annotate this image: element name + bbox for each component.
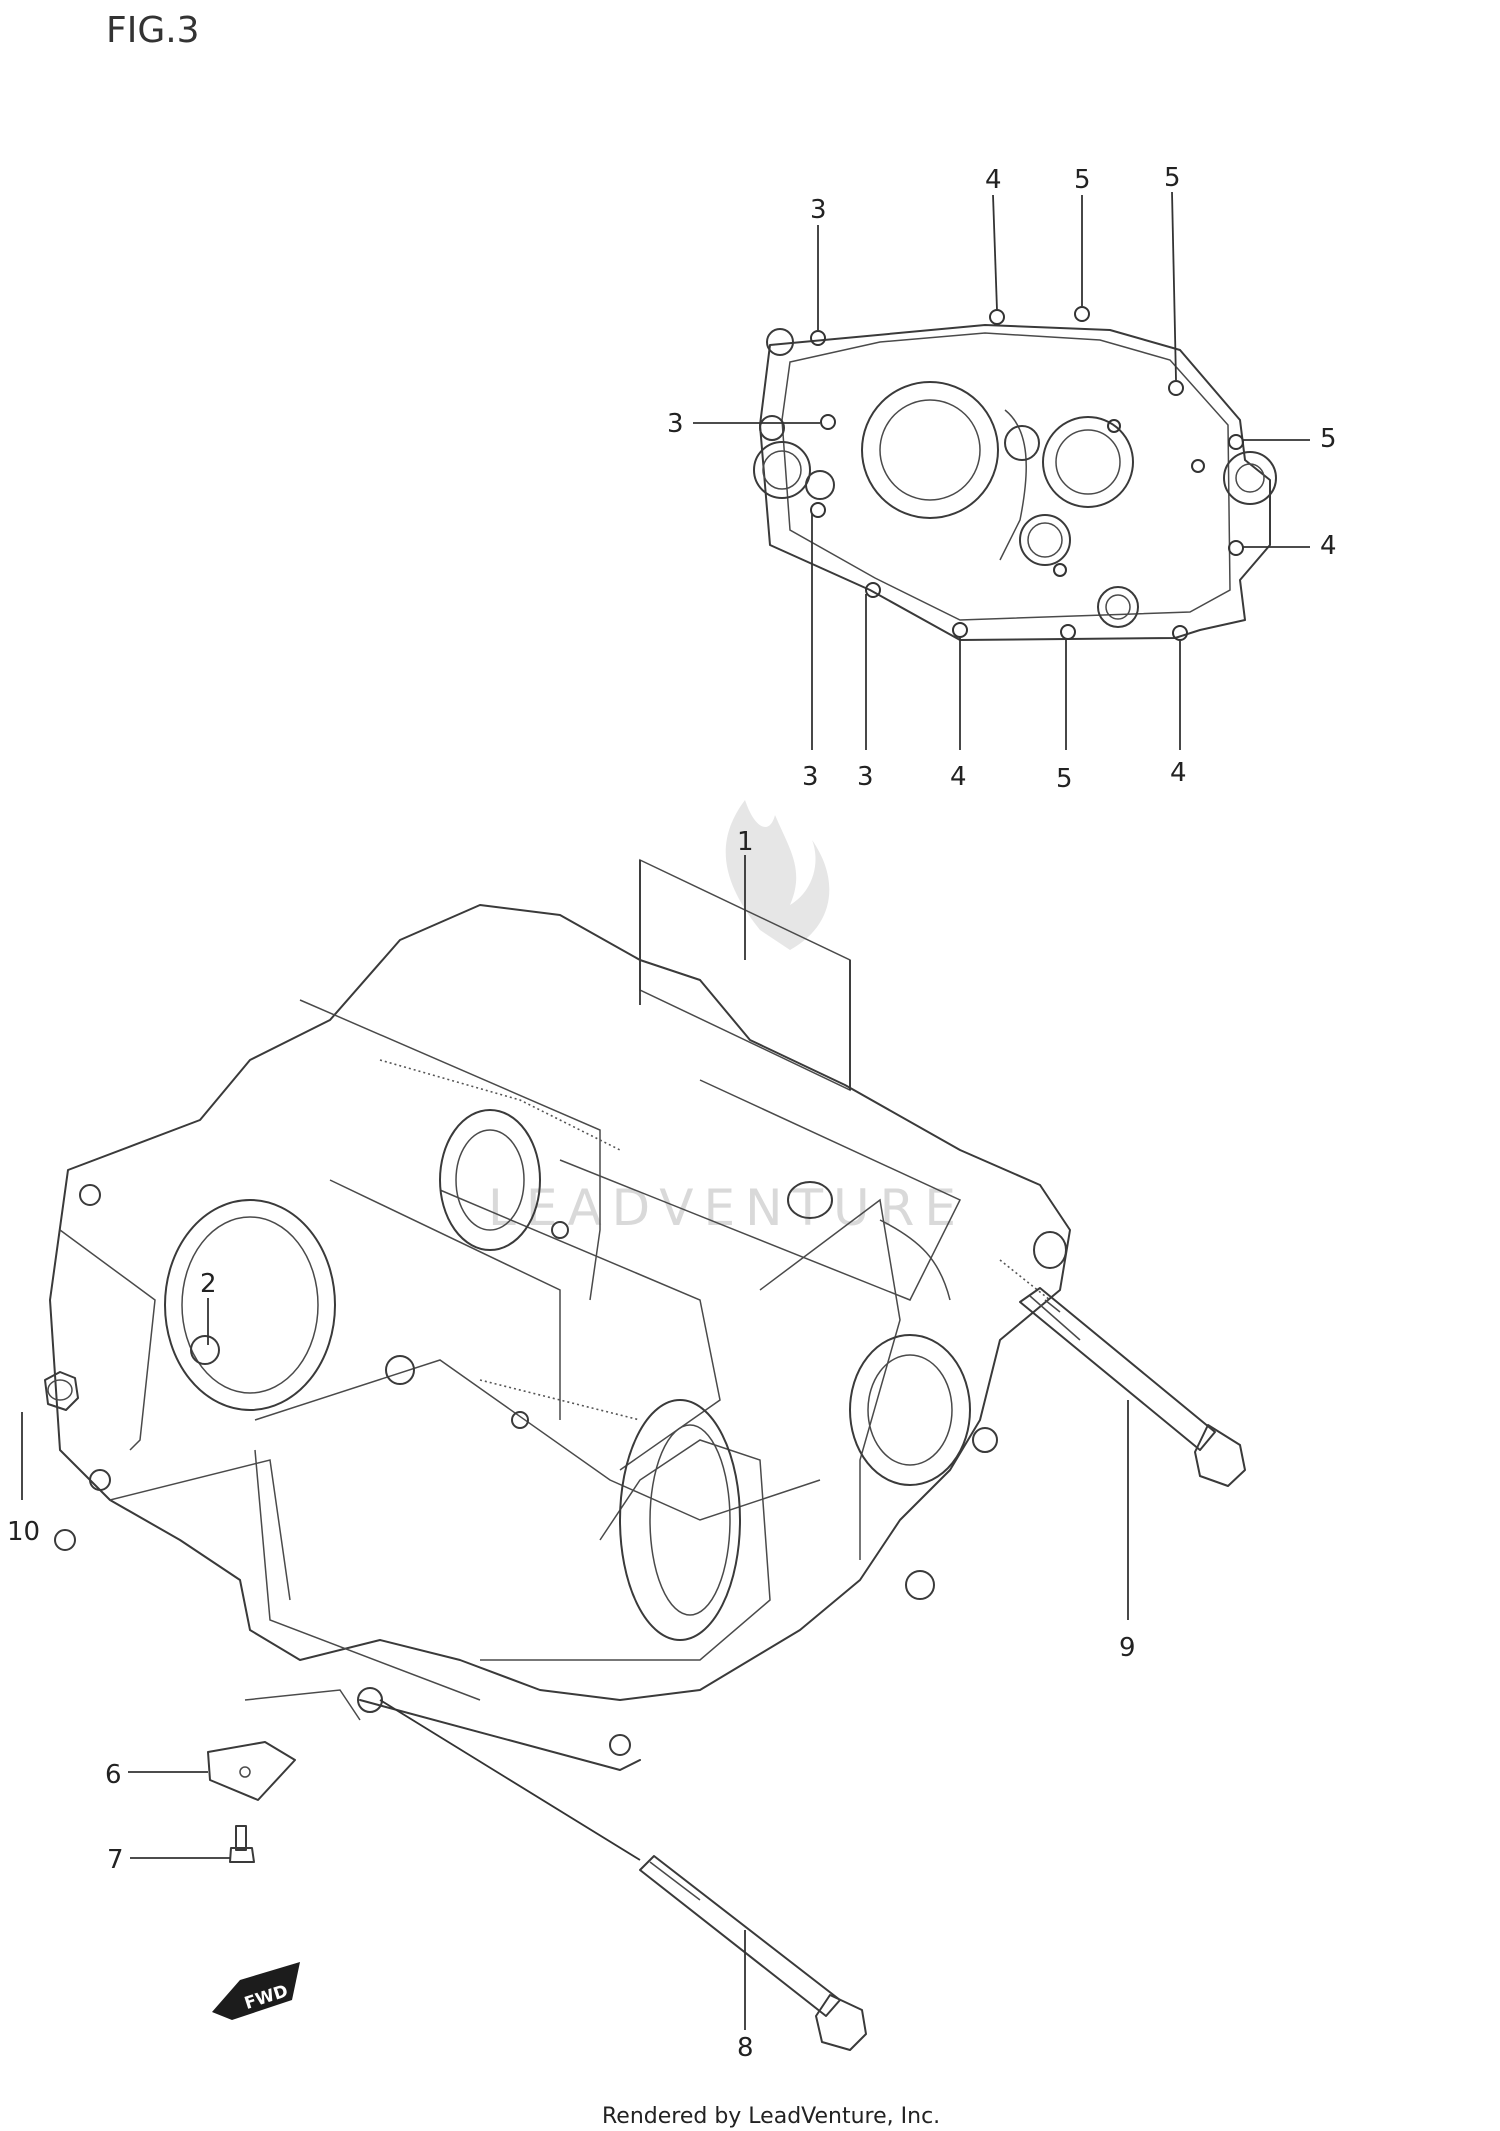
callout-numbers: 1 2 3 4 5 5 3 5 4 3 3 4 5 4 6 7 8 9 10	[7, 163, 1337, 2063]
part-9-bolt	[1019, 1287, 1246, 1487]
part-7-screw	[229, 1825, 255, 1863]
callout-3-bottom-a: 3	[802, 762, 819, 792]
lower-leader-lines	[21, 855, 1129, 2030]
callout-1: 1	[737, 827, 754, 857]
callout-2: 2	[200, 1269, 217, 1299]
callout-8: 8	[737, 2033, 754, 2063]
callout-7: 7	[107, 1845, 124, 1875]
callout-4-bottom-b: 4	[1170, 758, 1187, 788]
callout-9: 9	[1119, 1633, 1136, 1663]
figure-label: FIG.3	[106, 10, 200, 51]
callout-10: 10	[7, 1517, 40, 1547]
part-8-bolt	[639, 1855, 867, 2051]
callout-4-top: 4	[985, 165, 1002, 195]
leadventure-watermark: LEADVENTURE	[488, 800, 966, 1237]
callout-5-top-b: 5	[1164, 163, 1181, 193]
callout-6: 6	[105, 1760, 122, 1790]
callout-5-top-a: 5	[1074, 165, 1091, 195]
callout-4-bottom-a: 4	[950, 762, 967, 792]
footer-credit: Rendered by LeadVenture, Inc.	[602, 2104, 940, 2129]
upper-leader-lines	[693, 191, 1310, 750]
callout-5-right: 5	[1320, 424, 1337, 454]
part-6-plate	[207, 1741, 296, 1801]
callout-5-bottom: 5	[1056, 764, 1073, 794]
callout-3-left: 3	[667, 409, 684, 439]
watermark-text: LEADVENTURE	[488, 1179, 966, 1237]
callout-4-right: 4	[1320, 531, 1337, 561]
crankcase-assembly	[49, 858, 1071, 1771]
callout-3-top: 3	[810, 195, 827, 225]
forward-arrow-icon: FWD	[212, 1962, 300, 2020]
part-10-nut	[44, 1371, 79, 1411]
crankcase-half-view	[753, 306, 1277, 641]
callout-3-bottom-b: 3	[857, 762, 874, 792]
